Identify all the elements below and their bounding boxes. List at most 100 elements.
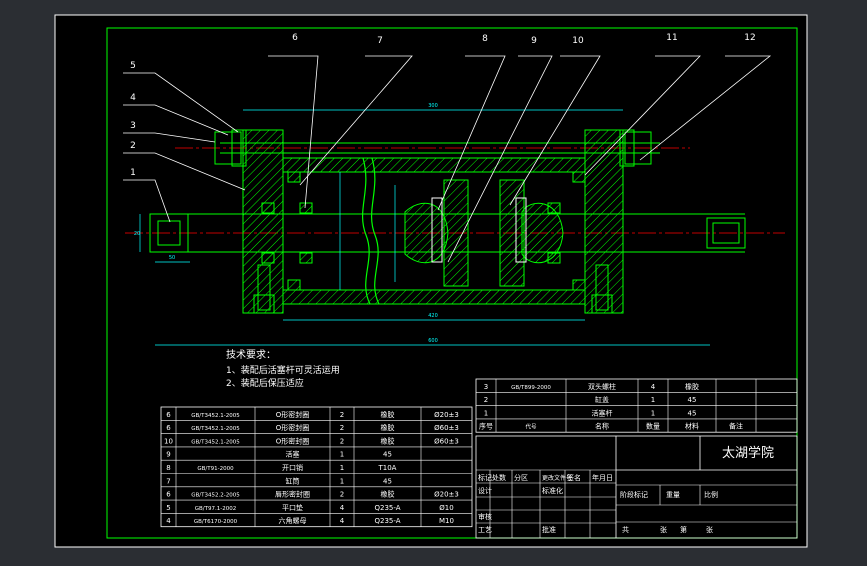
leader-8	[437, 55, 506, 211]
bom-cell: 2	[340, 411, 344, 419]
leader-3	[123, 132, 216, 143]
bom-cell: 代号	[525, 423, 537, 431]
bom-header-row: 序号代号名称数量材料备注	[479, 422, 743, 431]
break-line-left	[362, 157, 371, 305]
tb-standard: 标准化	[542, 486, 563, 495]
bom-cell: Ø20±3	[434, 491, 459, 499]
bom-cell: 橡胶	[381, 410, 395, 419]
bom-cell: 名称	[595, 422, 609, 431]
cylinder-assembly	[125, 129, 785, 314]
bom-cell: 缸盖	[595, 395, 609, 404]
tb-total: 共	[622, 525, 629, 534]
bom-cell: M10	[439, 517, 454, 525]
tb-sheet: 张	[660, 525, 667, 534]
bom-cell: 1	[651, 396, 655, 404]
bom-cell: 六角螺母	[279, 516, 307, 525]
seals	[261, 171, 586, 291]
tb-weight: 重量	[666, 491, 680, 499]
cotter-pin-left	[431, 197, 443, 263]
leader-10	[509, 55, 601, 206]
tb-stage-mark: 阶段标记	[620, 490, 648, 499]
bom-cell: 4	[340, 504, 345, 512]
bom-cell: 6	[166, 424, 171, 432]
bom-cell: 1	[340, 477, 344, 485]
bom-cell: 数量	[646, 422, 660, 431]
balloon-1: 1	[130, 168, 136, 178]
bom-cell: 1	[340, 464, 344, 472]
tb-process: 工艺	[478, 526, 492, 534]
balloon-5: 5	[130, 61, 136, 71]
break-line-right	[371, 157, 380, 305]
bom-cell: 平口垫	[282, 503, 303, 512]
bom-cell: 9	[166, 451, 170, 459]
cotter-pin-right	[515, 197, 527, 263]
bom-cell: 45	[383, 477, 392, 485]
bom-cell: O形密封圈	[276, 423, 310, 432]
tb-count: 处数	[492, 473, 506, 482]
drawing-frame	[106, 27, 798, 539]
bom-cell: GB/T6170-2000	[194, 519, 238, 525]
bom-cell: 1	[484, 409, 488, 417]
piston-right	[499, 179, 564, 287]
tech-notes-heading: 技术要求：	[226, 348, 276, 361]
bom-cell: 1	[651, 409, 655, 417]
sheet-border	[54, 14, 808, 548]
bom-cell: GB/T3452.1-2005	[191, 413, 240, 419]
bom-right-row: 2 缸盖 1 45	[484, 395, 697, 404]
tb-design: 设计	[478, 486, 492, 495]
bom-cell: 7	[166, 477, 170, 485]
tb-date: 年月日	[592, 473, 613, 482]
bom-cell: 4	[651, 383, 656, 391]
bom-cell: Ø60±3	[434, 424, 459, 432]
bom-cell: Ø60±3	[434, 437, 459, 445]
bom-cell: 2	[340, 437, 344, 445]
leader-11	[584, 55, 701, 176]
bom-cell: 开口销	[282, 463, 303, 472]
tb-scale: 比例	[704, 490, 718, 499]
dim-left-width: 50	[169, 255, 175, 261]
tb-sign: 签名	[567, 473, 581, 482]
right-end-cap	[584, 129, 624, 314]
leader-5	[123, 72, 239, 133]
bom-cell: 6	[166, 491, 171, 499]
bom-cell: GB/T3452.2-2005	[191, 493, 240, 499]
barrel-top-wall	[282, 157, 586, 173]
balloon-6: 6	[292, 33, 298, 43]
bom-cell: 5	[166, 504, 170, 512]
balloon-8: 8	[482, 34, 488, 44]
bom-cell: GB/T899-2000	[511, 385, 551, 391]
bom-cell: 1	[340, 451, 344, 459]
leader-6	[268, 55, 319, 209]
bom-cell: 45	[688, 396, 697, 404]
balloon-4: 4	[130, 93, 136, 103]
tech-note-1: 1、装配后活塞杆可灵活运用	[226, 364, 340, 376]
rod-end-left	[149, 213, 189, 253]
leader-1	[123, 179, 171, 223]
tie-rod-nuts	[214, 129, 652, 314]
bom-cell: 唇形密封圈	[275, 490, 310, 499]
piston-left	[404, 179, 469, 287]
bom-cell: 45	[688, 409, 697, 417]
tb-change-doc: 更改文件号	[542, 474, 572, 482]
tb-approve: 批准	[542, 525, 556, 534]
bom-cell: O形密封圈	[276, 436, 310, 445]
bom-cell: 2	[484, 396, 488, 404]
tb-zone: 分区	[514, 473, 528, 482]
bom-cell: 序号	[479, 422, 493, 431]
bom-cell: 双头螺柱	[588, 382, 616, 391]
bom-cell: 3	[484, 383, 488, 391]
leader-9	[447, 55, 553, 263]
bom-cell: 8	[166, 464, 170, 472]
barrel-bottom-wall	[282, 289, 586, 305]
bom-cell: 活塞	[286, 450, 300, 459]
bom-cell: 2	[340, 424, 344, 432]
